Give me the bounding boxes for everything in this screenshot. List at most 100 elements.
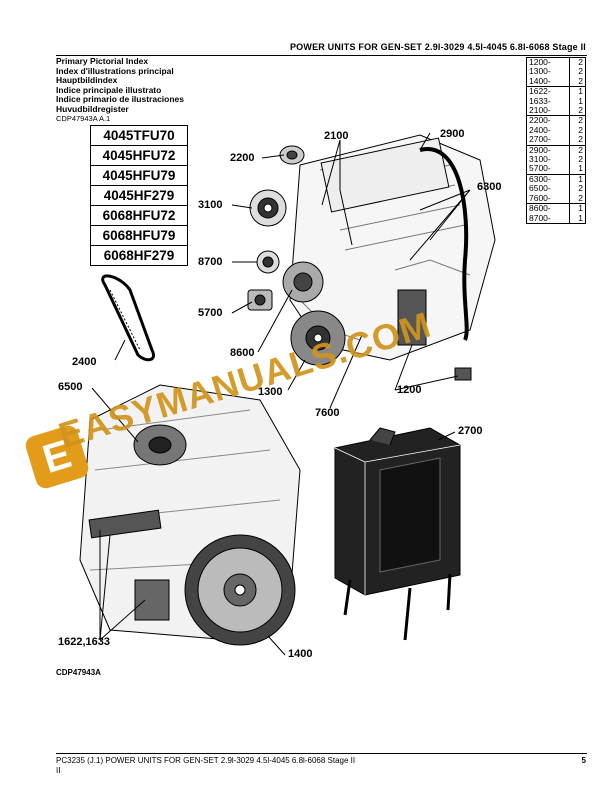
ref-count: 2 (578, 134, 583, 145)
ref-number: 1200- (526, 57, 571, 68)
ref-count: 2 (578, 75, 583, 86)
callout-1200: 1200 (397, 384, 422, 396)
callout-5700: 5700 (198, 307, 223, 319)
ref-table-row: 8600-1 (526, 203, 586, 214)
model-item: 6068HF279 (103, 248, 175, 263)
ecu-1622 (134, 579, 170, 621)
ref-number: 8700- (526, 213, 571, 224)
turbo-6500 (133, 424, 187, 466)
callout-3100: 3100 (198, 199, 223, 211)
ref-number: 1622- (526, 86, 571, 97)
ref-table-row: 6300-1 (526, 173, 586, 185)
ref-table-row: 2200-2 (526, 115, 586, 126)
ref-count: 1 (578, 95, 583, 106)
fan-drive-8600 (282, 261, 324, 303)
ref-table-row: 2900-2 (526, 144, 586, 156)
callout-1622-1633: 1622,1633 (58, 636, 110, 648)
callout-1400: 1400 (288, 648, 313, 660)
ref-table-row: 1300- 2 (526, 66, 586, 77)
hose-2900 (419, 147, 469, 341)
ref-count: 2 (578, 105, 583, 116)
ref-table-row: 2700- 2 (526, 134, 586, 146)
callout-2100: 2100 (324, 130, 349, 142)
starter-5700 (247, 289, 273, 311)
figure-reference-top: CDP47943A A.1 (56, 114, 111, 123)
ref-table-row: 1400- 2 (526, 75, 586, 87)
radiator-2700 (334, 427, 461, 641)
ref-count: 2 (578, 183, 583, 194)
callout-2200: 2200 (230, 152, 255, 164)
callout-2700: 2700 (458, 425, 483, 437)
ref-count: 1 (569, 173, 586, 185)
ref-table-row: 5700- 1 (526, 163, 586, 175)
ref-table-row: 1622-1 (526, 86, 586, 97)
ref-table-row: 8700- 1 (526, 212, 586, 224)
bracket-1200 (397, 289, 427, 346)
model-item: 4045TFU70 (91, 126, 187, 146)
ref-count: 2 (578, 124, 583, 135)
pulley-2200 (279, 145, 305, 165)
ref-number: 2200- (526, 115, 571, 126)
index-title-es: Indice primario de ilustraciones (56, 94, 185, 105)
alternator-3100 (249, 189, 287, 227)
ref-count: 2 (578, 192, 583, 203)
manifold (320, 137, 450, 213)
ref-number: 8600- (526, 203, 571, 214)
ref-number: 5700- (526, 164, 571, 175)
ref-table-row: 1633- 1 (526, 95, 586, 107)
page-number: 5 (581, 756, 586, 765)
ref-number: 2100- (526, 105, 571, 116)
index-title-sv: Huvudbildregister (56, 103, 129, 114)
ref-count: 1 (578, 212, 583, 223)
ref-number: 2700- (526, 135, 571, 146)
ref-count: 2 (578, 66, 583, 77)
footer-text: PC3235 (J.1) POWER UNITS FOR GEN-SET 2.9… (56, 756, 356, 765)
ref-number: 7600- (526, 193, 571, 204)
ref-table-row: 1200- 2 (526, 57, 586, 68)
model-list: 4045TFU70 4045HFU72 4045HFU79 4045HF279 … (90, 125, 188, 266)
callout-8700: 8700 (198, 256, 223, 268)
figure-reference-bottom: CDP47943A (56, 668, 101, 677)
footer-subtext: II (56, 766, 61, 775)
model-item: 6068HFU79 (91, 226, 187, 246)
callout-2900: 2900 (440, 128, 465, 140)
ref-table-row: 6500- 2 (526, 183, 586, 194)
pictorial-index-titles: Primary Pictorial Index Index d'illustra… (56, 56, 185, 115)
document-title: POWER UNITS FOR GEN-SET 2.9l-3029 4.5l-4… (289, 42, 586, 52)
ref-table-row: 2400- 2 (526, 124, 586, 136)
ref-number: 1400- (526, 76, 571, 87)
callout-6500: 6500 (58, 381, 83, 393)
model-item: 4045HF279 (91, 186, 187, 206)
index-title-fr: Index d'illustrations principal (56, 65, 174, 76)
ref-number: 3100- (526, 154, 571, 165)
ref-table-row: 2100- 2 (526, 105, 586, 116)
ref-number: 2900- (526, 144, 571, 156)
ref-number: 2400- (526, 125, 571, 136)
ref-table-row: 7600- 2 (526, 192, 586, 204)
ref-table-row: 3100- 2 (526, 154, 586, 165)
index-title-it: Indice principale illustrato (56, 84, 162, 95)
ref-number: 6500- (526, 183, 571, 194)
ref-count: 2 (578, 57, 583, 67)
damper-1300 (290, 310, 346, 366)
ref-number: 1300- (526, 66, 571, 77)
ref-count: 2 (578, 154, 583, 165)
ref-count: 1 (578, 163, 583, 174)
flywheel-1400 (184, 534, 296, 646)
header-rule (56, 55, 587, 56)
ref-count: 1 (569, 203, 586, 214)
ref-number: 1633- (526, 96, 571, 107)
model-item: 4045HFU79 (91, 166, 187, 186)
index-title-de: Hauptbildindex (56, 75, 118, 86)
tensioner-8700 (256, 250, 280, 274)
model-item: 4045HFU72 (91, 146, 187, 166)
callout-8600: 8600 (230, 347, 255, 359)
ref-number: 6300- (526, 173, 571, 185)
callout-1300: 1300 (258, 386, 283, 398)
footer-rule (56, 753, 587, 754)
model-item: 6068HFU72 (91, 206, 187, 226)
ref-count: 2 (569, 115, 586, 126)
callout-2400: 2400 (72, 356, 97, 368)
